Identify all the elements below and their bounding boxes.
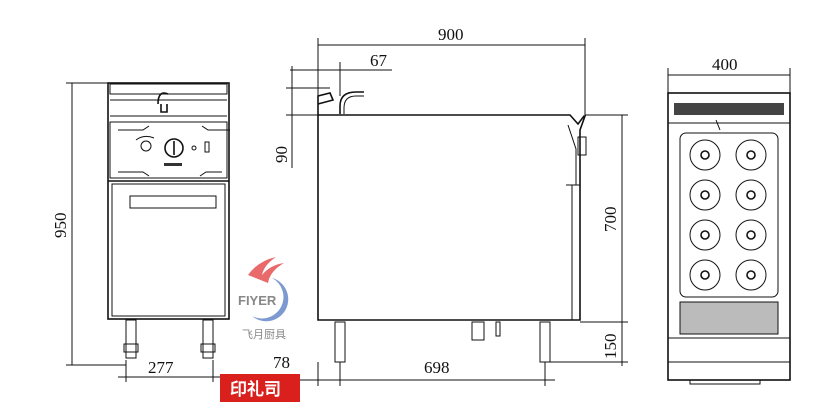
burner-icon	[689, 139, 721, 171]
burner-icon	[735, 219, 767, 251]
burner-center-icon	[746, 270, 756, 280]
stamp-text: 印礼司	[230, 379, 281, 400]
burner-center-icon	[746, 150, 756, 160]
burner-center-icon	[746, 230, 756, 240]
seal-stamp: 印礼司	[220, 374, 300, 402]
burner-grid	[689, 139, 767, 291]
dim-900: 900	[438, 25, 464, 44]
burner-center-icon	[746, 190, 756, 200]
top-view: 400	[667, 55, 791, 385]
burner-center-icon	[700, 190, 710, 200]
dim-700: 700	[601, 207, 620, 233]
moon-icon	[252, 278, 289, 322]
burner-icon	[689, 259, 721, 291]
dim-67: 67	[370, 51, 388, 70]
burner-center-icon	[700, 150, 710, 160]
burner-icon	[735, 259, 767, 291]
dim-950: 950	[51, 213, 70, 239]
side-view: 900 67 90 700 150 78 698	[272, 25, 628, 386]
burner-icon	[735, 179, 767, 211]
control-knob-icon	[164, 138, 184, 158]
logo-brand-cn: 飞月厨具	[242, 328, 286, 341]
dim-698: 698	[424, 358, 450, 377]
burner-icon	[735, 139, 767, 171]
dim-277: 277	[148, 358, 174, 377]
logo-brand: FIYER	[238, 293, 277, 308]
dim-150: 150	[601, 334, 620, 360]
fiyer-logo: FIYER 飞月厨具	[238, 257, 289, 341]
burner-icon	[689, 219, 721, 251]
flame-icon	[248, 257, 284, 283]
dim-400: 400	[712, 55, 738, 74]
burner-center-icon	[700, 270, 710, 280]
burner-icon	[689, 179, 721, 211]
front-view: 950 277	[51, 82, 230, 382]
dim-90: 90	[272, 146, 291, 163]
dim-78: 78	[273, 353, 290, 372]
burner-center-icon	[700, 230, 710, 240]
